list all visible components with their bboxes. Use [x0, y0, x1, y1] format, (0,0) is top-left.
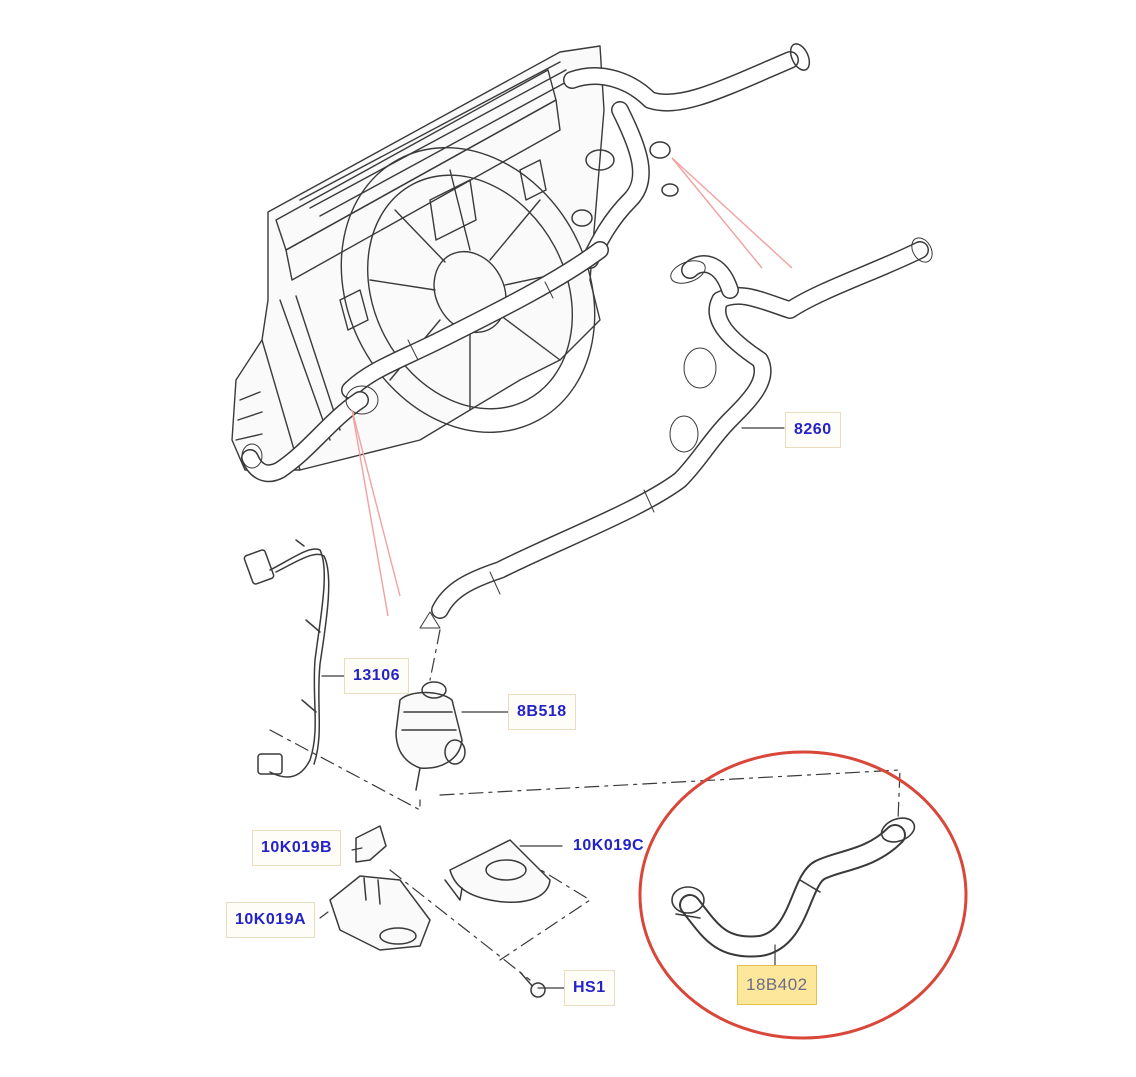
red-reference-lines: [351, 157, 793, 617]
radiator-fan-assembly: [231, 45, 605, 471]
cross-hose: [241, 241, 609, 483]
callout-10k019b[interactable]: 10K019B: [252, 830, 342, 866]
callout-hs1[interactable]: HS1: [564, 970, 615, 1006]
water-pump: [395, 681, 466, 791]
pump-feed-hose: [419, 237, 933, 629]
bracket-10k019b: [355, 825, 387, 863]
bolt-hs1: [519, 971, 546, 998]
wiring-harness: [243, 539, 330, 778]
callout-8b518[interactable]: 8B518: [508, 694, 576, 730]
callout-8260[interactable]: 8260: [785, 412, 841, 448]
hose-18b402: [671, 817, 916, 966]
highlight-circle: [638, 750, 968, 1040]
callout-10k019c[interactable]: 10K019C: [573, 837, 645, 854]
upper-hose-assembly: [563, 43, 811, 269]
callout-10k019a[interactable]: 10K019A: [226, 902, 316, 938]
callout-18b402[interactable]: 18B402: [737, 965, 817, 1005]
bracket-10k019a: [329, 875, 431, 951]
leader-lines: [319, 427, 785, 989]
bracket-10k019c: [444, 839, 551, 903]
callout-13106[interactable]: 13106: [344, 658, 409, 694]
